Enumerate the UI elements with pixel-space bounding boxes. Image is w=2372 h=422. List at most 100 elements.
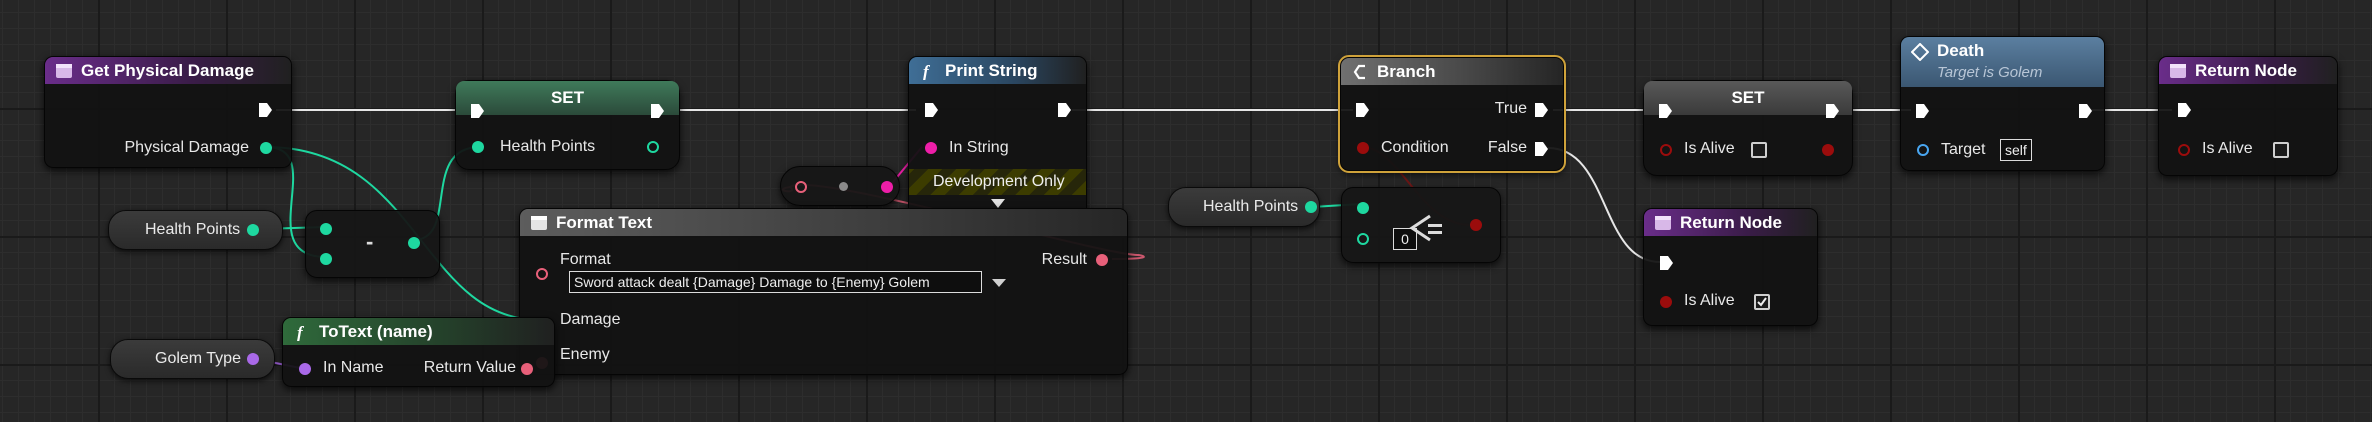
node-header: SET: [456, 81, 679, 115]
to-text-node[interactable]: f ToText (name) In Name Return Value: [282, 317, 555, 387]
compare-out-pin[interactable]: [1470, 219, 1482, 231]
condition-pin[interactable]: [1357, 142, 1369, 154]
get-physical-damage-node[interactable]: Get Physical Damage Physical Damage: [44, 56, 292, 168]
node-title: Get Physical Damage: [81, 61, 254, 80]
exec-out-pin[interactable]: [1057, 102, 1072, 118]
exec-out-pin[interactable]: [650, 103, 665, 119]
return-node[interactable]: Return Node Is Alive: [1643, 208, 1818, 326]
is-alive-in-pin[interactable]: [1660, 144, 1672, 156]
compare-in-a-pin[interactable]: [1357, 202, 1369, 214]
format-pin[interactable]: [536, 268, 548, 280]
variable-label: Golem Type: [155, 350, 241, 367]
pin-label: Is Alive: [1684, 292, 1735, 309]
exec-in-pin[interactable]: [470, 103, 485, 119]
target-pin[interactable]: [1917, 144, 1929, 156]
pin-label: Enemy: [560, 346, 610, 363]
pin-label: Condition: [1381, 139, 1449, 156]
reroute-dot: [839, 182, 848, 191]
format-text-icon: [531, 216, 547, 230]
exec-in-pin[interactable]: [1659, 255, 1674, 271]
is-alive-pin[interactable]: [2178, 144, 2190, 156]
variable-out-pin[interactable]: [247, 224, 259, 236]
node-header: Death Target is Golem: [1901, 37, 2104, 87]
health-points-variable[interactable]: Health Points: [1168, 187, 1320, 227]
reroute-node[interactable]: [780, 166, 900, 206]
node-title: Return Node: [1680, 213, 1782, 232]
node-header: Branch: [1341, 58, 1563, 85]
pin-label: Is Alive: [1684, 140, 1735, 157]
node-subtitle: Target is Golem: [1937, 64, 2043, 81]
svg-text:f: f: [297, 323, 305, 341]
format-text-node[interactable]: Format Text Format Sword attack dealt {D…: [519, 208, 1128, 375]
in-string-pin[interactable]: [925, 142, 937, 154]
pin-label: Target: [1941, 141, 1986, 158]
node-title: Print String: [945, 61, 1038, 80]
format-input[interactable]: Sword attack dealt {Damage} Damage to {E…: [569, 271, 982, 293]
set-is-alive-node[interactable]: SET Is Alive: [1643, 80, 1853, 176]
exec-false-pin[interactable]: [1534, 141, 1549, 157]
pin-label: In String: [949, 139, 1009, 156]
node-header: Return Node: [2159, 57, 2337, 84]
reroute-out-pin[interactable]: [881, 181, 893, 193]
expand-arrow-icon[interactable]: [990, 197, 1006, 209]
variable-label: Health Points: [145, 221, 241, 238]
subtract-node[interactable]: -: [305, 210, 440, 278]
health-points-variable[interactable]: Health Points: [108, 210, 283, 250]
variable-label: Health Points: [1203, 198, 1299, 215]
compare-in-b-pin[interactable]: [1357, 233, 1369, 245]
exec-in-pin[interactable]: [1355, 102, 1370, 118]
reroute-in-pin[interactable]: [795, 181, 807, 193]
compare-node[interactable]: 0: [1341, 187, 1501, 263]
variable-out-pin[interactable]: [247, 353, 259, 365]
exec-out-pin[interactable]: [258, 102, 273, 118]
variable-out-pin[interactable]: [1305, 201, 1317, 213]
target-self-box[interactable]: self: [2000, 139, 2032, 161]
branch-icon: [1353, 64, 1365, 80]
branch-node[interactable]: Branch True Condition False: [1338, 55, 1566, 173]
operator-symbol: -: [366, 229, 374, 254]
dev-only-label: Development Only: [933, 173, 1065, 190]
pin-label: Return Value: [423, 359, 516, 376]
exec-wire[interactable]: [1547, 147, 1661, 263]
golem-type-variable[interactable]: Golem Type: [110, 339, 275, 379]
exec-in-pin[interactable]: [1658, 103, 1673, 119]
health-points-out-pin[interactable]: [647, 141, 659, 153]
result-pin[interactable]: [1096, 254, 1108, 266]
in-name-pin[interactable]: [299, 363, 311, 375]
set-health-points-node[interactable]: SET Health Points: [455, 80, 680, 170]
function-icon: f: [297, 323, 305, 341]
return-value-pin[interactable]: [521, 363, 533, 375]
subtract-out-pin[interactable]: [408, 237, 420, 249]
compare-value-input[interactable]: 0: [1393, 228, 1417, 250]
death-node[interactable]: Death Target is Golem Target self: [1900, 36, 2105, 171]
node-header: Format Text: [520, 209, 1127, 236]
return-node[interactable]: Return Node Is Alive: [2158, 56, 2338, 176]
pin-label: Format: [560, 251, 611, 268]
pin-label: Is Alive: [2202, 140, 2253, 157]
print-string-node[interactable]: f Print String In String Development Onl…: [908, 56, 1087, 219]
exec-in-pin[interactable]: [1915, 103, 1930, 119]
health-points-in-pin[interactable]: [472, 141, 484, 153]
exec-out-pin[interactable]: [1825, 103, 1840, 119]
format-dropdown-arrow[interactable]: [992, 279, 1006, 287]
node-title: Death: [1937, 41, 1985, 60]
exec-in-pin[interactable]: [2177, 102, 2192, 118]
is-alive-out-pin[interactable]: [1822, 144, 1834, 156]
function-icon: f: [923, 62, 931, 80]
subtract-in-b-pin[interactable]: [320, 253, 332, 265]
is-alive-checkbox[interactable]: [2273, 142, 2289, 158]
exec-true-pin[interactable]: [1534, 102, 1549, 118]
is-alive-pin[interactable]: [1660, 296, 1672, 308]
event-diamond-icon: [1911, 43, 1929, 61]
is-alive-checkbox[interactable]: [1754, 294, 1770, 310]
node-title: Branch: [1377, 62, 1436, 81]
return-node-icon: [2170, 64, 2186, 78]
exec-out-pin[interactable]: [2078, 103, 2093, 119]
node-header: f Print String: [909, 57, 1086, 84]
exec-in-pin[interactable]: [924, 102, 939, 118]
false-label: False: [1487, 139, 1527, 156]
is-alive-checkbox[interactable]: [1751, 142, 1767, 158]
subtract-in-a-pin[interactable]: [320, 223, 332, 235]
physical-damage-pin[interactable]: [260, 142, 272, 154]
node-header: f ToText (name): [283, 318, 554, 345]
